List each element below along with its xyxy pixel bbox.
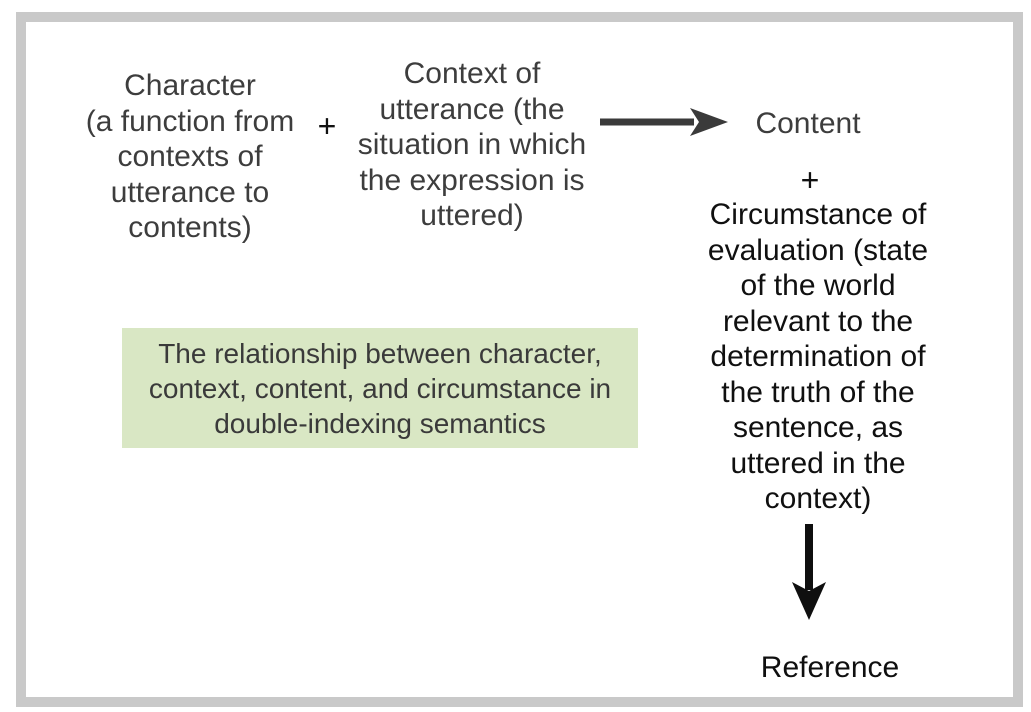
caption-box: The relationship between character, cont… <box>122 328 638 448</box>
reference-label: Reference <box>760 651 900 684</box>
circumstance-of-evaluation-block: Circumstance of evaluation (state of the… <box>707 198 929 515</box>
plus-sign-left: + <box>317 108 337 144</box>
context-of-utterance-block: Context of utterance (the situation in w… <box>357 57 587 232</box>
plus-sign-right: + <box>800 162 820 198</box>
caption-text: The relationship between character, cont… <box>148 337 612 439</box>
down-arrow-icon <box>792 524 826 620</box>
content-label: Content <box>755 107 861 140</box>
character-block: Character (a function from contexts of u… <box>85 69 295 244</box>
right-arrow-icon <box>600 108 728 136</box>
